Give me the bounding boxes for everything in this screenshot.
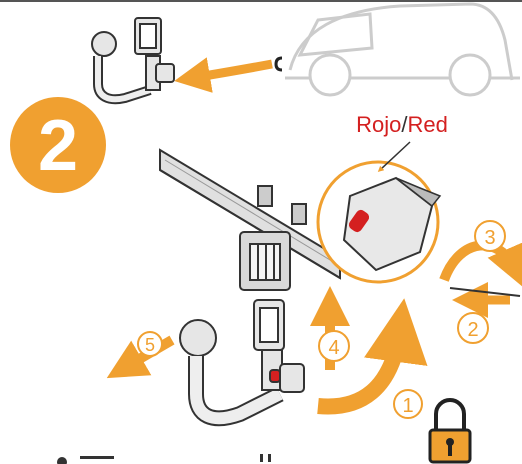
step-number-5: 5 — [138, 332, 162, 356]
tow-ball-icon — [180, 300, 304, 418]
svg-text:1: 1 — [402, 395, 413, 417]
color-label-en: Red — [408, 112, 448, 137]
svg-text:5: 5 — [145, 335, 155, 355]
mounting-bracket — [240, 232, 290, 290]
step-number-3: 3 — [475, 221, 505, 251]
arrow-icon — [192, 64, 272, 78]
step-badge-number: 2 — [38, 106, 78, 186]
step-badge: 2 — [10, 97, 106, 193]
svg-text:2: 2 — [467, 319, 478, 341]
tow-ball-icon — [92, 18, 174, 99]
padlock-icon — [430, 400, 470, 462]
svg-text:4: 4 — [328, 337, 339, 359]
step-number-1: 1 — [394, 390, 422, 418]
svg-text:3: 3 — [484, 227, 495, 249]
step-number-2: 2 — [458, 313, 488, 343]
arrow-icon — [444, 245, 514, 280]
cropped-footer-marks — [57, 454, 271, 464]
color-label: Rojo/Red — [356, 112, 448, 137]
car-outline-icon — [285, 4, 520, 95]
svg-text:Rojo/Red: Rojo/Red — [356, 112, 448, 137]
detail-circle — [318, 162, 440, 282]
car-hitch-icon — [276, 58, 282, 70]
guide-line — [450, 288, 520, 296]
step-number-4: 4 — [319, 331, 349, 361]
color-label-es: Rojo — [356, 112, 401, 137]
